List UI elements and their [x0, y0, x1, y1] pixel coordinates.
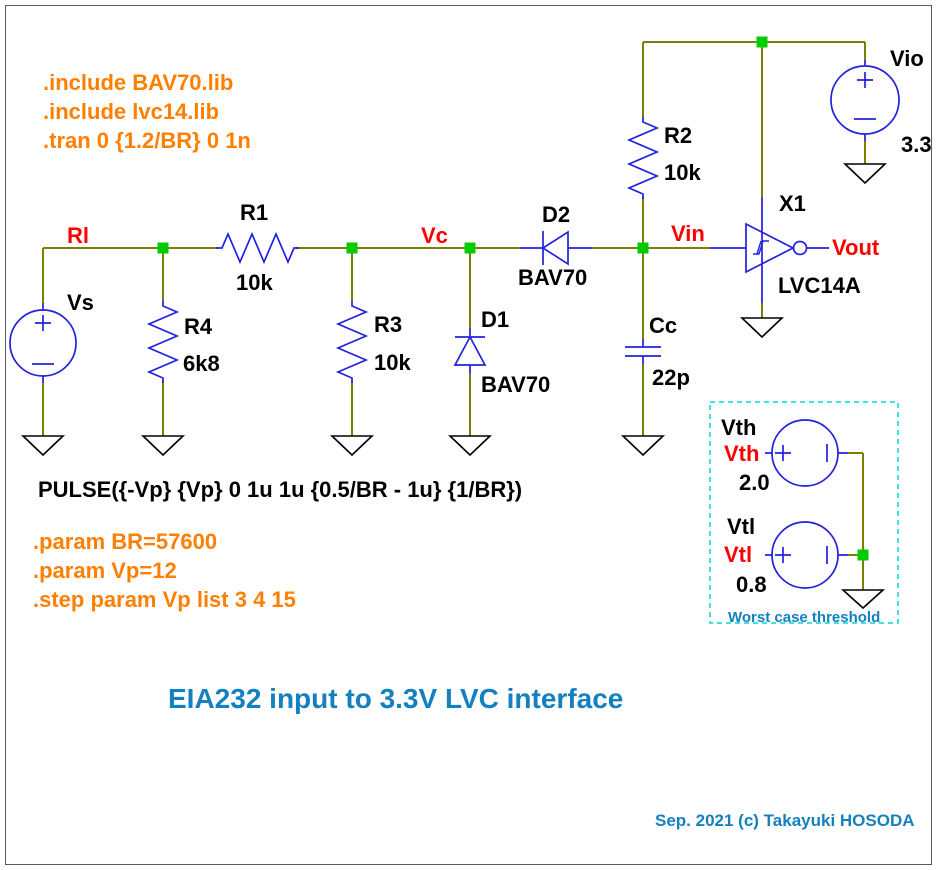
resistor-r4-symbol [146, 301, 180, 383]
ground-icon-r3 [329, 435, 375, 457]
ref-r2: R2 [664, 123, 692, 148]
ground-icon-vio [842, 163, 888, 185]
value-r2: 10k [664, 160, 701, 185]
spice-directive-include-bav70: .include BAV70.lib [43, 70, 233, 95]
spice-directive-include-lvc14: .include lvc14.lib [43, 99, 219, 124]
resistor-r1-symbol [216, 231, 299, 265]
junction-dots [157, 36, 869, 561]
diode-d1-symbol [453, 328, 487, 374]
inverter-x1-symbol [710, 197, 829, 303]
ref-r3: R3 [374, 312, 402, 337]
pulse-statement: PULSE({-Vp} {Vp} 0 1u 1u {0.5/BR - 1u} {… [38, 477, 522, 502]
threshold-box-caption: Worst case threshold [728, 609, 880, 626]
ref-vtl: Vtl [727, 514, 755, 539]
junction-dot [637, 242, 649, 254]
spice-directive-param-vp: .param Vp=12 [33, 558, 177, 583]
ref-r4: R4 [184, 314, 213, 339]
junction-dot [857, 549, 869, 561]
resistor-r2-symbol [626, 117, 660, 199]
ref-d2: D2 [542, 202, 570, 227]
value-vtl: 0.8 [736, 572, 767, 597]
schematic-title: EIA232 input to 3.3V LVC interface [168, 683, 623, 714]
spice-directive-tran: .tran 0 {1.2/BR} 0 1n [43, 128, 251, 153]
voltage-source-vio [830, 60, 900, 141]
spice-directive-param-br: .param BR=57600 [33, 529, 217, 554]
junction-dot [157, 242, 169, 254]
credit-line: Sep. 2021 (c) Takayuki HOSODA [655, 811, 915, 830]
capacitor-cc-symbol [625, 339, 661, 364]
value-r4: 6k8 [183, 351, 220, 376]
ground-icon-x1 [739, 317, 785, 339]
junction-dot [346, 242, 358, 254]
value-d2: BAV70 [518, 265, 587, 290]
page-border [5, 5, 932, 865]
ref-vth: Vth [721, 415, 756, 440]
value-vth: 2.0 [739, 470, 770, 495]
junction-dot [756, 36, 768, 48]
threshold-box-outline [709, 401, 899, 624]
ground-icon-threshold [840, 589, 886, 610]
ref-d1: D1 [481, 307, 509, 332]
value-r3: 10k [374, 350, 411, 375]
ref-r1: R1 [240, 200, 268, 225]
net-label-vtl: Vtl [724, 542, 752, 567]
value-d1: BAV70 [481, 372, 550, 397]
net-label-vout: Vout [832, 235, 880, 260]
ref-vs: Vs [67, 290, 94, 315]
ref-x1: X1 [779, 191, 806, 216]
resistor-r3-symbol [335, 301, 369, 383]
value-cc: 22p [652, 365, 690, 390]
ground-icon-cc [620, 435, 666, 457]
ref-vio: Vio [890, 46, 924, 71]
ground-icon-r4 [140, 435, 186, 457]
voltage-source-vth [765, 419, 848, 487]
net-label-vc: Vc [421, 223, 448, 248]
voltage-source-vs [9, 303, 77, 383]
value-x1: LVC14A [778, 273, 861, 298]
ground-icon-vs [20, 435, 66, 457]
value-r1: 10k [236, 270, 273, 295]
ground-symbols [20, 163, 888, 610]
net-label-vin: Vin [671, 221, 705, 246]
schmitt-hysteresis-icon [753, 240, 769, 255]
net-label-vth: Vth [724, 441, 759, 466]
junction-dot [464, 242, 476, 254]
value-vio: 3.3 [901, 132, 932, 157]
ground-icon-d1 [447, 435, 493, 457]
diode-d2-symbol [520, 230, 592, 266]
ref-cc: Cc [649, 313, 677, 338]
spice-directive-step-vp: .step param Vp list 3 4 15 [33, 587, 296, 612]
wires [42, 41, 866, 590]
net-label-rl: Rl [67, 223, 89, 248]
voltage-source-vtl [765, 521, 848, 589]
